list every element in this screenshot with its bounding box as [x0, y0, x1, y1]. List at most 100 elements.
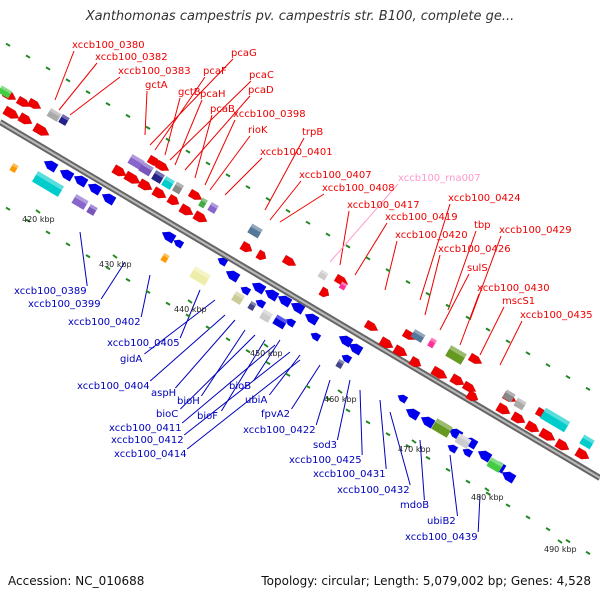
gene-label-reverse[interactable]: fpvA2: [261, 409, 290, 420]
forward-gene-arrow[interactable]: [15, 95, 32, 110]
reverse-gene-arrow[interactable]: [263, 287, 280, 302]
forward-gene-arrow[interactable]: [524, 420, 542, 435]
gene-label-reverse[interactable]: xccb100_0439: [405, 532, 478, 543]
reverse-gene-arrow[interactable]: [303, 311, 320, 326]
gene-label-reverse[interactable]: xccb100_0412: [111, 435, 184, 446]
gene-box-navy[interactable]: [58, 114, 70, 126]
gene-label-reverse[interactable]: ubiA: [245, 395, 267, 406]
forward-gene-arrow[interactable]: [17, 112, 35, 127]
gene-box-orange[interactable]: [9, 163, 19, 173]
gene-box-gray[interactable]: [502, 389, 516, 403]
gene-label-reverse[interactable]: sod3: [313, 440, 337, 451]
reverse-gene-arrow[interactable]: [250, 280, 267, 295]
reverse-gene-arrow[interactable]: [289, 300, 306, 315]
reverse-gene-arrow[interactable]: [500, 469, 517, 484]
reverse-gene-arrow[interactable]: [100, 191, 117, 206]
gene-box-pink[interactable]: [427, 337, 437, 349]
gene-label-reverse[interactable]: xccb100_0404: [77, 381, 150, 392]
gene-label-forward[interactable]: xccb100_0408: [322, 183, 395, 194]
forward-gene-arrow[interactable]: [378, 336, 396, 351]
gene-label-forward[interactable]: gctB: [178, 87, 201, 98]
gene-label-forward[interactable]: pcaF: [203, 66, 227, 77]
gene-label-reverse[interactable]: xccb100_0405: [107, 338, 180, 349]
gene-box-khaki[interactable]: [189, 266, 211, 286]
gene-label-reverse[interactable]: xccb100_0414: [114, 449, 187, 460]
gene-label-forward[interactable]: mscS1: [502, 296, 535, 307]
gene-label-forward[interactable]: xccb100_0424: [448, 193, 521, 204]
gene-box-pink[interactable]: [338, 281, 348, 291]
gene-label-forward[interactable]: pcaB: [210, 104, 235, 115]
forward-gene-arrow[interactable]: [461, 380, 478, 395]
gene-label-forward[interactable]: sulS: [467, 263, 488, 274]
gene-label-forward[interactable]: xccb100_0417: [347, 200, 420, 211]
gene-label-forward[interactable]: pcaG: [231, 48, 257, 59]
gene-label-reverse[interactable]: aspH: [151, 388, 176, 399]
gene-box-purple[interactable]: [127, 154, 145, 170]
reverse-gene-arrow[interactable]: [58, 167, 75, 182]
gene-box-purple[interactable]: [207, 202, 219, 214]
reverse-gene-arrow[interactable]: [239, 284, 252, 296]
gene-label-reverse[interactable]: ubiB2: [427, 516, 456, 527]
gene-features[interactable]: [0, 85, 595, 484]
forward-gene-arrow[interactable]: [467, 352, 484, 367]
reverse-gene-arrow[interactable]: [476, 448, 493, 463]
gene-box-green[interactable]: [0, 85, 13, 99]
gene-box-blue[interactable]: [272, 314, 288, 330]
gene-label-forward[interactable]: xccb100_0426: [438, 244, 511, 255]
gene-box-gray[interactable]: [513, 397, 527, 411]
forward-gene-arrow[interactable]: [363, 319, 380, 334]
gene-box-green[interactable]: [198, 197, 208, 209]
gene-box-orange[interactable]: [160, 253, 170, 263]
forward-gene-arrow[interactable]: [239, 240, 255, 255]
gene-box-olive[interactable]: [445, 345, 467, 365]
reverse-gene-arrow[interactable]: [254, 297, 267, 309]
gene-label-forward[interactable]: xccb100_0383: [118, 66, 191, 77]
reverse-gene-arrow[interactable]: [404, 406, 421, 421]
gene-label-reverse[interactable]: xccb100_0431: [313, 469, 386, 480]
gene-box-navy[interactable]: [335, 359, 345, 369]
forward-gene-arrow[interactable]: [538, 427, 557, 444]
gene-box-cyan[interactable]: [579, 434, 595, 450]
gene-label-reverse[interactable]: bioB: [229, 381, 251, 392]
gene-label-forward[interactable]: rioK: [248, 125, 268, 136]
gene-label-reverse[interactable]: xccb100_0432: [337, 485, 410, 496]
gene-label-forward[interactable]: xccb100_0380: [72, 40, 145, 51]
gene-box-navy[interactable]: [247, 301, 257, 311]
forward-gene-arrow[interactable]: [137, 178, 155, 193]
gene-box-tan[interactable]: [231, 291, 245, 305]
gene-box-cyan[interactable]: [161, 176, 175, 190]
forward-gene-arrow[interactable]: [495, 402, 513, 417]
gene-label-reverse[interactable]: mdoB: [400, 500, 429, 511]
forward-gene-arrow[interactable]: [465, 389, 481, 404]
gene-label-forward[interactable]: xccb100_0401: [260, 147, 333, 158]
forward-gene-arrow[interactable]: [281, 254, 298, 269]
gene-box-steel[interactable]: [247, 223, 263, 239]
gene-box-navy[interactable]: [151, 170, 165, 184]
gene-label-forward[interactable]: xccb100_0430: [477, 283, 550, 294]
gene-label-forward[interactable]: xccb100_0382: [95, 52, 168, 63]
gene-label-forward[interactable]: pcaC: [249, 70, 274, 81]
gene-label-forward[interactable]: xccb100_0429: [499, 225, 572, 236]
reverse-gene-arrow[interactable]: [276, 293, 293, 308]
forward-gene-arrow[interactable]: [111, 164, 129, 179]
reverse-gene-arrow[interactable]: [172, 237, 185, 249]
gene-box-purple[interactable]: [138, 161, 154, 177]
forward-gene-arrow[interactable]: [318, 286, 332, 300]
forward-gene-arrow[interactable]: [255, 249, 269, 263]
gene-label-reverse[interactable]: xccb100_0399: [28, 299, 101, 310]
reverse-gene-arrow[interactable]: [42, 158, 59, 173]
gene-label-forward[interactable]: xccb100_0419: [385, 212, 458, 223]
reverse-gene-arrow[interactable]: [347, 341, 364, 356]
reverse-gene-arrow[interactable]: [419, 414, 436, 429]
reverse-gene-arrow[interactable]: [396, 392, 409, 404]
gene-label-rna[interactable]: xccb100_rna007: [398, 173, 481, 184]
gene-label-forward[interactable]: pcaH: [200, 89, 226, 100]
reverse-gene-arrow[interactable]: [309, 330, 322, 342]
forward-gene-arrow[interactable]: [123, 170, 142, 187]
gene-box-olive[interactable]: [431, 418, 453, 438]
gene-box-purple[interactable]: [71, 194, 89, 210]
forward-gene-arrow[interactable]: [151, 186, 169, 201]
gene-box-green[interactable]: [486, 457, 504, 473]
gene-label-forward[interactable]: xccb100_0398: [233, 109, 306, 120]
